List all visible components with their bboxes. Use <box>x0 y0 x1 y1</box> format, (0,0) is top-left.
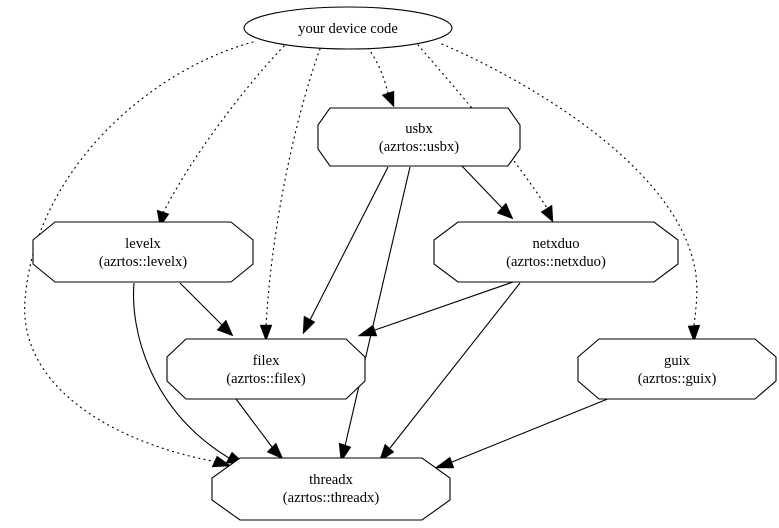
node-netxduo-label-package: (azrtos::netxduo) <box>506 254 606 270</box>
node-guix[interactable]: guix (azrtos::guix) <box>577 338 777 400</box>
node-filex-label-package: (azrtos::filex) <box>226 371 306 387</box>
node-usbx[interactable]: usbx (azrtos::usbx) <box>317 107 521 167</box>
edge-device-to-usbx <box>367 47 395 108</box>
node-filex-label-name: filex <box>253 353 280 369</box>
edge-usbx-to-netxduo <box>459 163 514 220</box>
edge-usbx-to-filex <box>302 166 389 335</box>
node-device-label: your device code <box>298 21 398 37</box>
node-device[interactable]: your device code <box>243 6 453 50</box>
node-levelx-label-name: levelx <box>125 236 161 252</box>
node-netxduo[interactable]: netxduo (azrtos::netxduo) <box>433 221 679 283</box>
node-guix-label-package: (azrtos::guix) <box>638 371 717 387</box>
node-levelx-label-package: (azrtos::levelx) <box>99 254 187 270</box>
edge-guix-to-threadx <box>434 395 616 469</box>
node-filex[interactable]: filex (azrtos::filex) <box>166 338 366 400</box>
edge-netxduo-to-filex <box>357 281 514 337</box>
node-usbx-label-name: usbx <box>405 121 433 137</box>
edge-filex-to-threadx <box>235 398 284 460</box>
edge-netxduo-to-threadx <box>378 282 521 463</box>
node-guix-label-name: guix <box>664 353 691 369</box>
node-usbx-label-package: (azrtos::usbx) <box>379 139 459 155</box>
edge-device-to-guix <box>441 43 701 343</box>
node-threadx-label-name: threadx <box>309 472 353 488</box>
node-threadx-label-package: (azrtos::threadx) <box>283 490 380 506</box>
edge-usbx-to-threadx <box>338 166 411 463</box>
node-levelx[interactable]: levelx (azrtos::levelx) <box>32 221 254 283</box>
edge-device-to-levelx <box>156 45 285 228</box>
node-threadx[interactable]: threadx (azrtos::threadx) <box>211 457 451 521</box>
edge-device-to-threadx <box>24 41 254 468</box>
edge-device-to-filex <box>259 48 321 342</box>
edge-levelx-to-filex <box>179 282 234 337</box>
node-netxduo-label-name: netxduo <box>532 236 579 252</box>
